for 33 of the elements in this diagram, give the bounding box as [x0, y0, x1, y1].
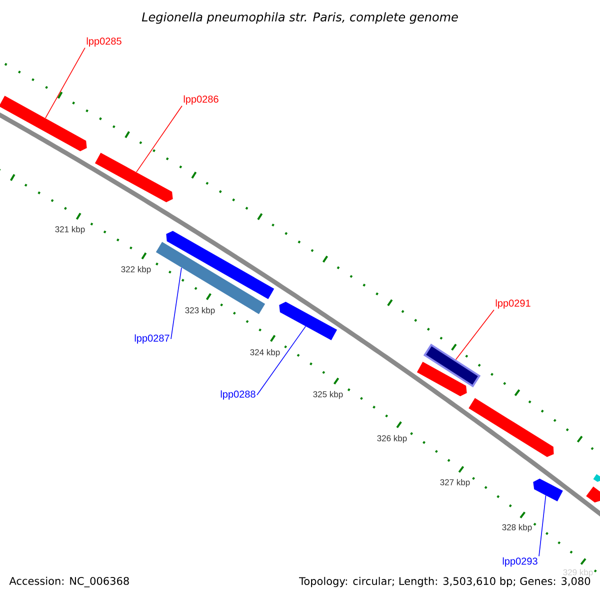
- gene-bar: [586, 486, 600, 503]
- gene-bar: [279, 302, 338, 340]
- gene-bar: [416, 362, 467, 396]
- gene-label: lpp0288: [220, 390, 256, 400]
- leader-line: [538, 494, 546, 557]
- gene-bar: [94, 152, 173, 202]
- leader-line: [136, 105, 182, 172]
- leader-line: [45, 47, 86, 118]
- gene-label: lpp0291: [496, 299, 530, 309]
- tick-label: 323 kbp: [185, 307, 215, 315]
- gene-label: lpp0286: [184, 95, 218, 105]
- tick-label: 321 kbp: [55, 226, 85, 234]
- leader-line: [256, 326, 306, 396]
- gene-bar: [533, 478, 563, 502]
- gene-bar: [166, 230, 274, 300]
- gene-bar: [156, 242, 266, 314]
- gene-bar: [0, 96, 87, 152]
- gene-bar: [468, 398, 554, 457]
- gene-label: lpp0285: [86, 37, 122, 47]
- footer-text: Accession: NC_006368: [9, 576, 129, 588]
- gene-label: lpp0287: [134, 334, 170, 344]
- footer-text: Topology: circular; Length: 3,503,610 bp; Genes: 3,080: [299, 576, 590, 588]
- title: Legionella pneumophila str. Paris, complete genome: [142, 12, 458, 24]
- gene-bar: [593, 474, 600, 482]
- tick-label: 325 kbp: [313, 391, 343, 399]
- tick-label: 327 kbp: [440, 479, 470, 487]
- tick-label: 326 kbp: [377, 435, 407, 443]
- leader-line: [455, 309, 494, 360]
- tick-label: 322 kbp: [121, 266, 151, 274]
- leader-line: [170, 267, 182, 340]
- tick-label: 328 kbp: [502, 524, 532, 532]
- tick-label: 324 kbp: [250, 349, 280, 357]
- gene-label: lpp0293: [502, 557, 538, 567]
